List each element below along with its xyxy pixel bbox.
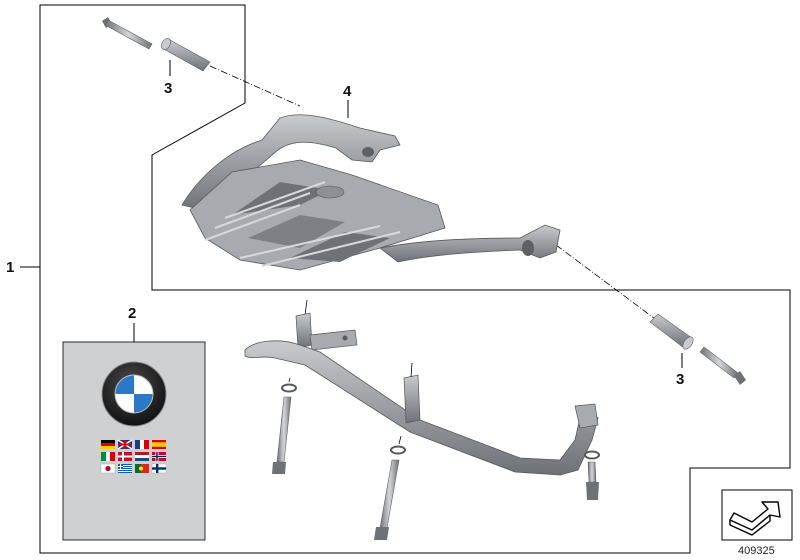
alignment-line-bottom (555, 244, 691, 346)
flag-gb-icon (117, 439, 133, 450)
bracket-bolt-left (272, 377, 292, 474)
flag-fr-icon (135, 440, 149, 449)
callout-4: 4 (343, 83, 352, 100)
flag-jp-icon (100, 463, 116, 474)
flag-dk-icon (118, 452, 132, 461)
flag-it-icon (101, 452, 115, 461)
callout-1: 1 (6, 259, 14, 276)
flag-es-icon (152, 440, 166, 449)
navigation-arrow-icon[interactable] (721, 489, 793, 541)
assembly-frame (39, 4, 791, 554)
luggage-rack (181, 114, 561, 271)
mounting-bracket (244, 299, 599, 476)
flag-pt-icon (135, 464, 149, 473)
flag-gr-icon (118, 464, 132, 473)
washer-left (281, 383, 297, 393)
washer-right (584, 450, 600, 460)
flag-no-icon (152, 452, 166, 461)
bolt-bottom (699, 346, 746, 385)
language-flags (100, 439, 167, 474)
spacer-sleeve-bottom (649, 313, 694, 350)
bmw-logo-icon (101, 361, 167, 427)
bolt-top (102, 17, 153, 50)
callout-3-bottom: 3 (676, 371, 684, 388)
bracket-bolt-middle (374, 435, 402, 540)
flag-nl-icon (135, 452, 149, 461)
bracket-bolt-right (586, 461, 599, 500)
washer-middle (390, 445, 406, 455)
spacer-sleeve-top (161, 38, 211, 72)
installation-manual (62, 341, 206, 541)
flag-fi-icon (151, 463, 167, 474)
callout-2: 2 (128, 305, 136, 322)
diagram-id: 409325 (738, 545, 775, 557)
alignment-line-top (209, 65, 301, 107)
callout-3-top: 3 (164, 80, 172, 97)
flag-de-icon (101, 440, 115, 449)
